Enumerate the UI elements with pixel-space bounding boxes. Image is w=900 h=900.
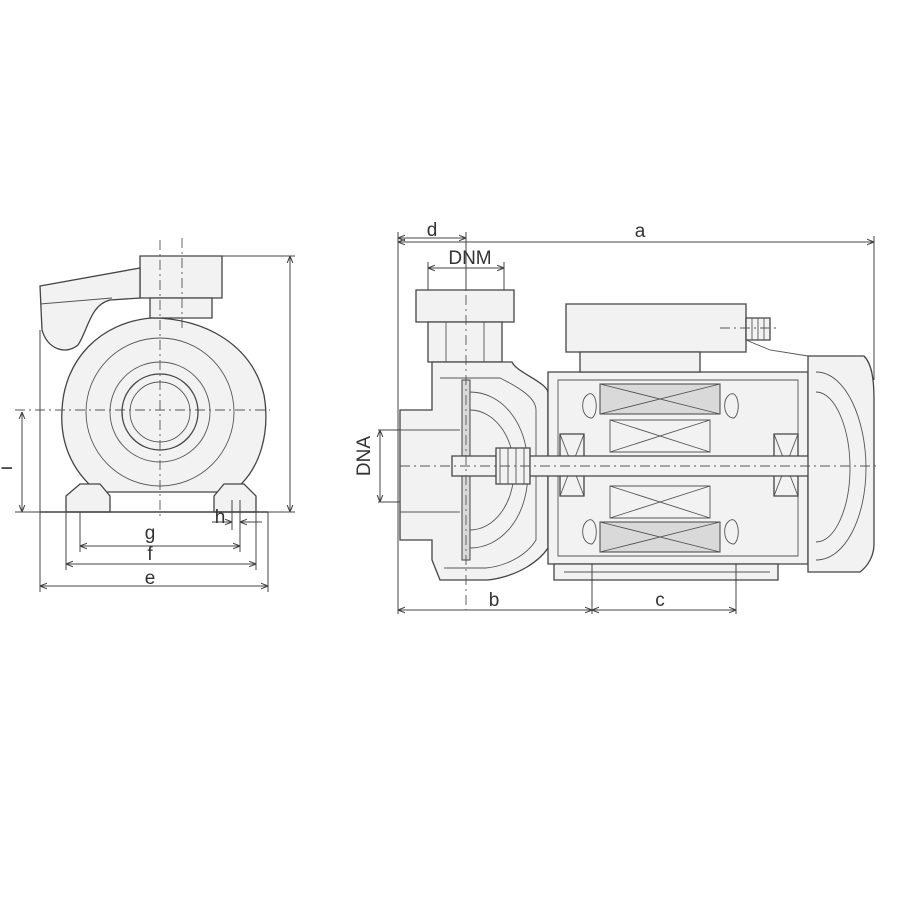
dim-label-d: d [427,220,438,241]
dim-label-dna: DNA [354,436,375,476]
dim-label-i: i [0,466,17,470]
side-view: a d DNM b c DNA [354,220,880,614]
dim-label-h: h [215,507,226,528]
dim-label-b: b [489,590,500,611]
dim-label-c: c [655,590,665,611]
dim-label-e: e [145,568,156,589]
dim-label-dnm: DNM [448,248,491,269]
dim-label-a: a [635,221,646,242]
dim-label-g: g [145,523,156,544]
dim-label-f: f [147,544,153,565]
front-view: g f e h i [0,238,295,592]
